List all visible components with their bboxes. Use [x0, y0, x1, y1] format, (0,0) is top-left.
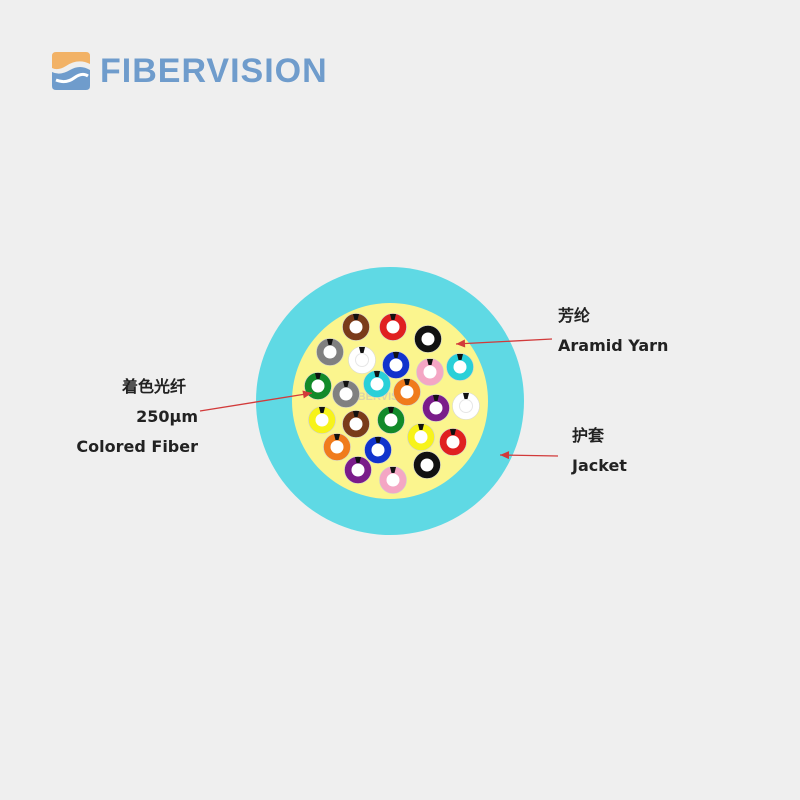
- fiber-mark: [375, 437, 381, 443]
- aramid-label-cn: 芳纶: [558, 306, 591, 325]
- fiber: [304, 372, 332, 400]
- fiber-core: [446, 435, 460, 449]
- aramid-pointer-arrowhead: [456, 339, 466, 348]
- fiber-label-cn: 着色光纤: [121, 377, 186, 396]
- fiber-mark: [418, 424, 424, 430]
- jacket-label-cn: 护套: [572, 426, 605, 445]
- fiber-mark: [404, 379, 410, 385]
- fiber: [377, 406, 405, 434]
- fiber-core: [384, 413, 398, 427]
- fiber-label-en: Colored Fiber: [76, 437, 198, 456]
- fiber-core: [330, 440, 344, 454]
- fiber-core: [423, 365, 437, 379]
- fiber: [414, 325, 442, 353]
- fiber-core: [421, 332, 435, 346]
- fiber-core: [389, 358, 403, 372]
- fiber-mark: [353, 314, 359, 320]
- fiber: [416, 358, 444, 386]
- fiber-mark: [390, 467, 396, 473]
- fibervision-logo-icon: [52, 52, 90, 90]
- fiber-mark: [319, 407, 325, 413]
- fiber-core: [370, 377, 384, 391]
- fiber-core: [453, 360, 467, 374]
- fiber-core: [349, 417, 363, 431]
- fiber-core: [323, 345, 337, 359]
- fiber-mark: [315, 373, 321, 379]
- fiber: [422, 394, 450, 422]
- fiber-mark: [359, 347, 365, 353]
- fiber: [364, 436, 392, 464]
- fiber-core: [371, 443, 385, 457]
- fiber-core: [311, 379, 325, 393]
- fiber-core: [386, 320, 400, 334]
- fiber-mark: [374, 371, 380, 377]
- fiber-core: [420, 458, 434, 472]
- fiber: [379, 466, 407, 494]
- brand-logo: FIBERVISION: [50, 50, 360, 92]
- fiber: [379, 313, 407, 341]
- fiber-mark: [425, 326, 431, 332]
- fiber-mark: [433, 395, 439, 401]
- aramid-pointer-line: [455, 338, 553, 345]
- fiber-core: [355, 353, 369, 367]
- fiber: [439, 428, 467, 456]
- aramid-label-en: Aramid Yarn: [558, 336, 669, 355]
- fiber: [363, 370, 391, 398]
- fiber-label-size: 250μm: [136, 407, 198, 426]
- jacket-label-en: Jacket: [572, 456, 627, 475]
- fiber-group: [304, 313, 480, 494]
- fiber: [332, 380, 360, 408]
- fiber-core: [459, 399, 473, 413]
- fiber: [308, 406, 336, 434]
- fiber-mark: [463, 393, 469, 399]
- fiber-mark: [450, 429, 456, 435]
- fiber-mark: [424, 452, 430, 458]
- fiber-mark: [457, 354, 463, 360]
- fiber: [348, 346, 376, 374]
- fiber-mark: [353, 411, 359, 417]
- fiber-mark: [327, 339, 333, 345]
- fiber: [342, 410, 370, 438]
- pointer-group: [199, 338, 559, 460]
- fiber-core: [351, 463, 365, 477]
- jacket-pointer-arrowhead: [500, 451, 510, 460]
- fiber: [413, 451, 441, 479]
- fiber-core: [386, 473, 400, 487]
- fiber: [316, 338, 344, 366]
- fiber-mark: [393, 352, 399, 358]
- jacket-pointer-line: [499, 454, 559, 457]
- fiber: [382, 351, 410, 379]
- fiber-core: [315, 413, 329, 427]
- fiber-mark: [355, 457, 361, 463]
- fiber: [452, 392, 480, 420]
- fiber: [342, 313, 370, 341]
- fiber-core: [400, 385, 414, 399]
- fiber-pointer-arrowhead: [302, 390, 312, 399]
- fiber-core: [414, 430, 428, 444]
- brand-name: FIBERVISION: [100, 52, 328, 90]
- fiber-mark: [334, 434, 340, 440]
- fiber-pointer-line: [199, 392, 313, 412]
- fiber: [446, 353, 474, 381]
- fiber-core: [339, 387, 353, 401]
- fiber-mark: [427, 359, 433, 365]
- fiber: [344, 456, 372, 484]
- fiber-core: [429, 401, 443, 415]
- fiber-mark: [388, 407, 394, 413]
- fiber: [323, 433, 351, 461]
- fiber: [393, 378, 421, 406]
- fiber-mark: [390, 314, 396, 320]
- fiber: [407, 423, 435, 451]
- fiber-mark: [343, 381, 349, 387]
- fiber-core: [349, 320, 363, 334]
